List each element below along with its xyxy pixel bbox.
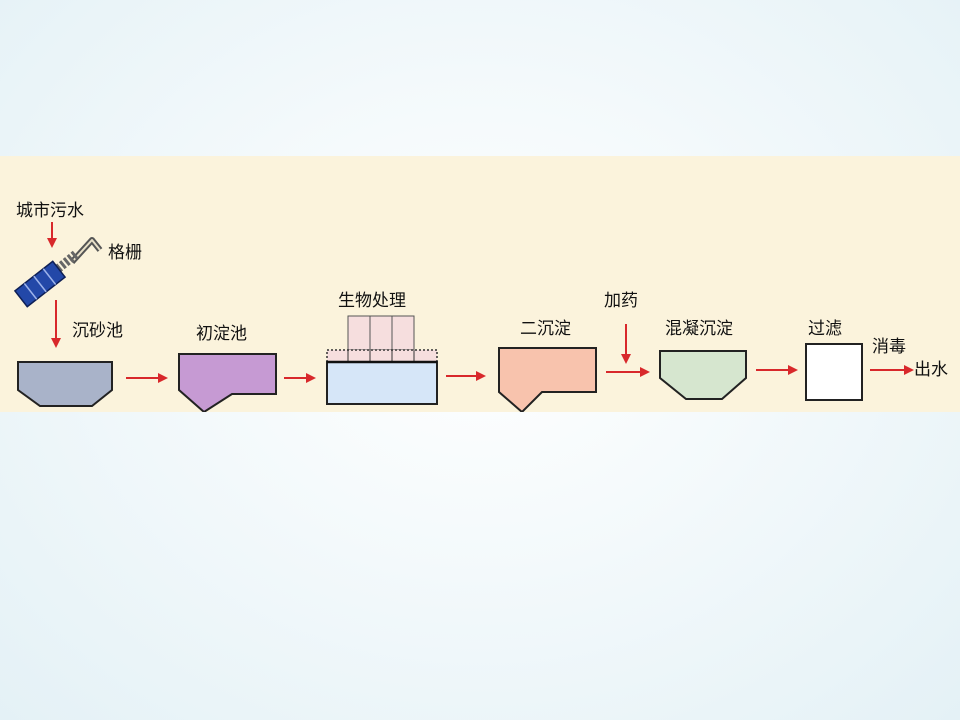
label-primary-clarifier: 初淀池 [196,324,247,344]
secondary-clarifier-tank [498,347,597,412]
label-secondary-clarifier: 二沉淀 [520,319,571,339]
label-dosing: 加药 [604,291,638,311]
grit-chamber-tank [17,361,113,407]
biological-treatment-unit [326,315,438,405]
primary-clarifier-tank [178,353,277,412]
label-effluent: 出水 [914,360,948,380]
label-filtration: 过滤 [808,319,842,339]
process-diagram-svg: 城市污水 格栅 沉砂池 [13,201,948,412]
label-sewage: 城市污水 [16,201,84,221]
filtration-unit [805,343,863,401]
label-disinfection: 消毒 [872,337,906,357]
label-coagulation: 混凝沉淀 [665,319,733,339]
label-biological: 生物处理 [338,291,406,311]
label-grille: 格栅 [108,243,142,263]
label-grit-chamber: 沉砂池 [72,321,123,341]
process-diagram: 城市污水 格栅 沉砂池 [0,156,960,412]
grille-icon [13,237,103,308]
coagulation-tank [659,350,747,400]
